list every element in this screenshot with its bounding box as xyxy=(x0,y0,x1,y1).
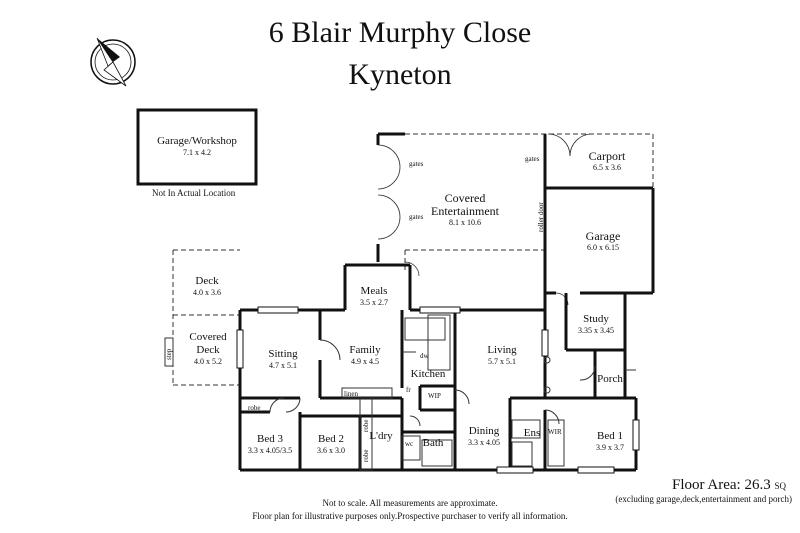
floor-area-note: (excluding garage,deck,entertainment and… xyxy=(615,494,792,504)
laundry-label: L'dry xyxy=(369,430,393,442)
bath-label: Bath xyxy=(422,437,444,449)
linen-label: linen xyxy=(344,390,358,398)
robe-label-1: robe xyxy=(248,404,261,412)
porch-label: Porch xyxy=(597,373,623,385)
footer-disclaimer-1: Not to scale. All measurements are appro… xyxy=(322,498,498,508)
gates-label-1: gates xyxy=(409,160,424,168)
robe-label-2: robe xyxy=(362,419,370,432)
dishwasher-label: dw xyxy=(420,352,429,360)
wir-label: WIR xyxy=(548,428,562,436)
robe-label-3: robe xyxy=(362,449,370,462)
footer-disclaimer-2: Floor plan for illustrative purposes onl… xyxy=(252,511,568,521)
gates-label-3: gates xyxy=(525,155,540,163)
fridge-label: fr xyxy=(406,386,411,394)
roller-door-label: roller door xyxy=(537,202,545,232)
ensuite-label: Ens xyxy=(523,427,541,439)
gates-label-2: gates xyxy=(409,213,424,221)
floor-area-label: Floor Area: 26.3 SQ xyxy=(671,477,786,493)
compass-icon xyxy=(90,37,136,87)
kitchen-label: Kitchen xyxy=(410,368,446,380)
wc-label: wc xyxy=(405,440,414,448)
wip-label: WIP xyxy=(428,392,441,400)
plan-subtitle: Kyneton xyxy=(348,58,452,91)
plan-title: 6 Blair Murphy Close xyxy=(268,16,532,49)
not-in-location-note: Not In Actual Location xyxy=(152,188,236,198)
step-label: step xyxy=(165,348,173,360)
